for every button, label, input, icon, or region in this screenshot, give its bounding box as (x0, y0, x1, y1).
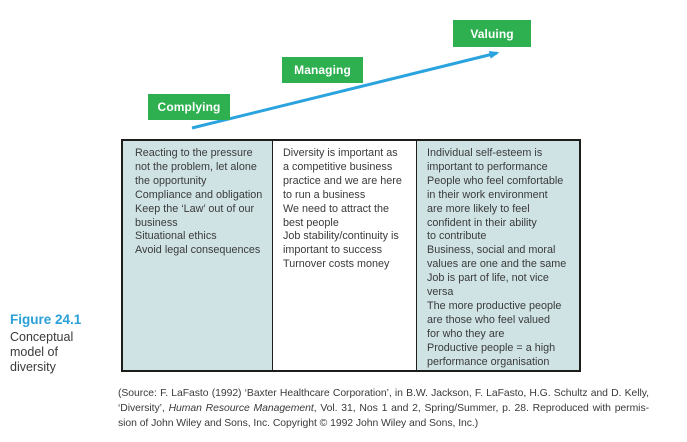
stage-box-managing: Managing (282, 57, 363, 83)
source-line-2: ‘Diversity’, Human Resource Management, … (118, 402, 649, 417)
figure-title: Conceptual model of diversity (10, 330, 74, 374)
source-line-3: sion of John Wiley and Sons, Inc. Copyri… (118, 417, 479, 429)
stage-label-valuing: Valuing (470, 26, 514, 41)
source-line-2-pre: ‘Diversity’, (118, 402, 169, 414)
stage-label-managing: Managing (294, 63, 351, 77)
diversity-table: Reacting to the pressure not the problem… (121, 139, 581, 372)
figure-caption-block: Figure 24.1 Conceptual model of diversit… (10, 312, 112, 374)
stage-box-complying: Complying (148, 94, 230, 120)
source-journal-title: Human Resource Management (168, 402, 314, 414)
table-column-valuing: Individual self-esteem is important to p… (417, 141, 579, 370)
table-column-managing: Diversity is important as a competitive … (273, 141, 417, 370)
column-text-complying: Reacting to the pressure not the problem… (135, 147, 263, 257)
source-line-1: (Source: F. LaFasto (1992) ‘Baxter Healt… (118, 388, 649, 399)
column-text-valuing: Individual self-esteem is important to p… (427, 147, 567, 368)
column-text-managing: Diversity is important as a competitive … (283, 147, 402, 271)
source-note: (Source: F. LaFasto (1992) ‘Baxter Healt… (118, 387, 649, 432)
figure-number: Figure 24.1 (10, 312, 82, 327)
table-column-complying: Reacting to the pressure not the problem… (123, 141, 273, 370)
source-line-2-post: , Vol. 31, Nos 1 and 2, Spring/Summer, p… (313, 402, 649, 414)
stage-box-valuing: Valuing (453, 20, 531, 47)
stage-label-complying: Complying (157, 100, 221, 114)
